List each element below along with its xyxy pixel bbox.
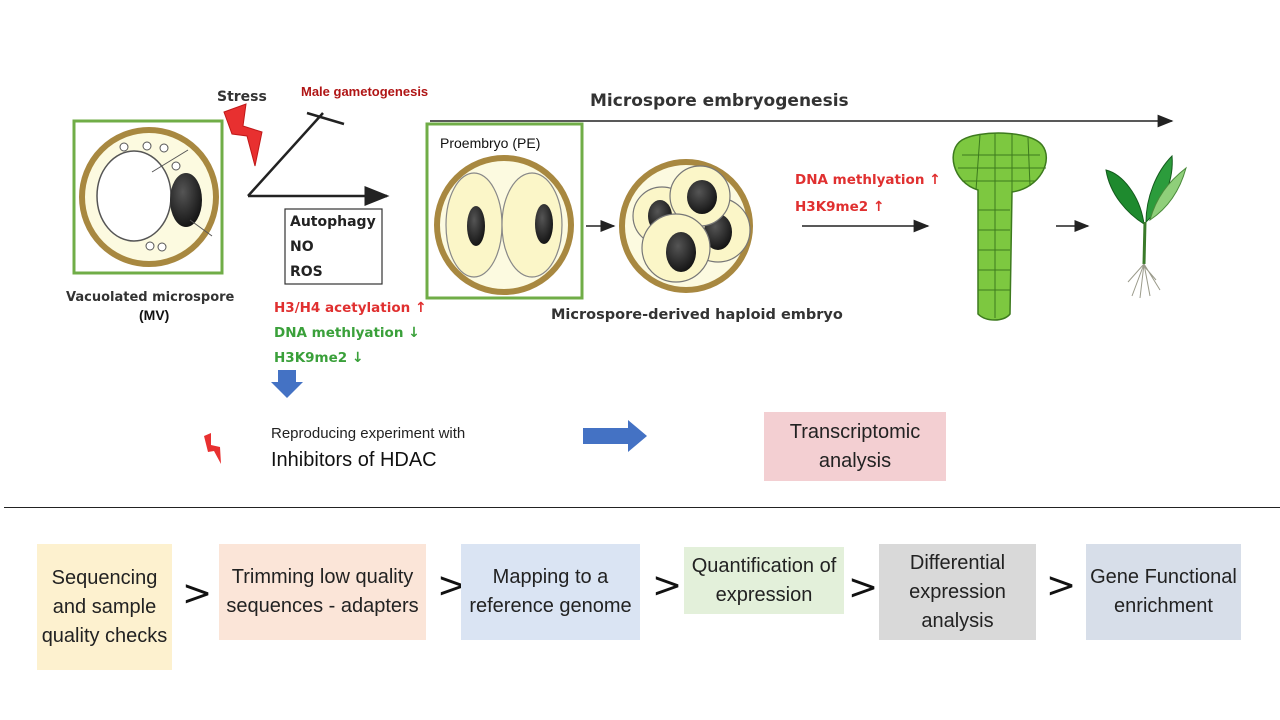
factors-box — [284, 208, 383, 285]
reproducing-experiment-text: Reproducing experiment with — [271, 425, 466, 442]
branch-arrows — [247, 111, 390, 206]
vacuolated-microspore-cell — [79, 127, 219, 267]
up-arrow-icon: ↑ — [414, 300, 427, 316]
step-label: Differential expression analysis — [909, 551, 1006, 632]
stress-label: Stress — [217, 89, 267, 105]
proembryo-label: Proembryo (PE) — [440, 135, 541, 151]
male-gametogenesis-label: Male gametogenesis — [301, 84, 429, 99]
step-label: Quantification of expression — [691, 554, 837, 606]
step-separator: > — [848, 567, 879, 608]
mv-frame — [72, 119, 224, 275]
down-arrow-small-icon: ↓ — [408, 325, 420, 341]
pipeline-step-quantification: Quantification of expression — [684, 547, 844, 614]
mark-h3k9me2-up: H3K9me2 ↑ — [795, 199, 885, 215]
factor-autophagy: Autophagy — [290, 214, 376, 230]
section-divider — [4, 507, 1280, 508]
factor-no: NO — [290, 239, 314, 255]
step-label: Sequencing and sample quality checks — [41, 566, 168, 647]
mark-h3k9me2-down: H3K9me2 ↓ — [274, 350, 364, 366]
up-arrow-icon: ↑ — [929, 172, 941, 188]
hdac-inhibitors-text: Inhibitors of HDAC — [271, 449, 437, 471]
pe-frame — [425, 122, 584, 300]
lightning-icon — [223, 103, 263, 167]
haploid-embryo-cell — [619, 159, 753, 293]
step-separator: > — [1046, 565, 1077, 606]
pipeline-step-sequencing: Sequencing and sample quality checks — [37, 544, 172, 670]
embryo-structure — [952, 132, 1048, 321]
up-arrow-icon: ↑ — [872, 199, 885, 215]
pipeline-step-differential: Differential expression analysis — [879, 544, 1036, 640]
mark-dna-methylation-down: DNA methlyation ↓ — [274, 325, 420, 341]
pipeline-step-enrichment: Gene Functional enrichment — [1086, 544, 1241, 640]
down-arrow-icon — [271, 370, 303, 398]
small-lightning-icon — [204, 433, 221, 464]
microspore-embryogenesis-diagram — [72, 103, 1187, 464]
mv-abbrev-label: (MV) — [139, 307, 170, 323]
step-label: Gene Functional enrichment — [1090, 566, 1237, 617]
vacuolated-microspore-label: Vacuolated microspore — [66, 290, 235, 305]
step-separator: > — [182, 573, 213, 614]
step-separator: > — [652, 565, 683, 606]
transcriptomic-analysis-box: Transcriptomic analysis — [764, 412, 946, 481]
mark-dna-methylation-up: DNA methlyation ↑ — [795, 172, 941, 188]
plantlet-icon — [1105, 154, 1187, 299]
haploid-embryo-label: Microspore-derived haploid embryo — [551, 307, 843, 323]
right-arrow-icon — [583, 420, 647, 452]
step-label: Mapping to a reference genome — [469, 566, 632, 617]
mark-h3h4-acetylation: H3/H4 acetylation ↑ — [274, 300, 427, 316]
microspore-embryogenesis-label: Microspore embryogenesis — [590, 91, 849, 111]
step-label: Trimming low quality sequences - adapter… — [226, 566, 419, 617]
down-arrow-small-icon: ↓ — [351, 350, 364, 366]
factor-ros: ROS — [290, 264, 323, 280]
proembryo-cell — [434, 155, 574, 295]
transcriptomic-analysis-label: Transcriptomic analysis — [789, 420, 921, 472]
pipeline-step-trimming: Trimming low quality sequences - adapter… — [219, 544, 426, 640]
pipeline-step-mapping: Mapping to a reference genome — [461, 544, 640, 640]
